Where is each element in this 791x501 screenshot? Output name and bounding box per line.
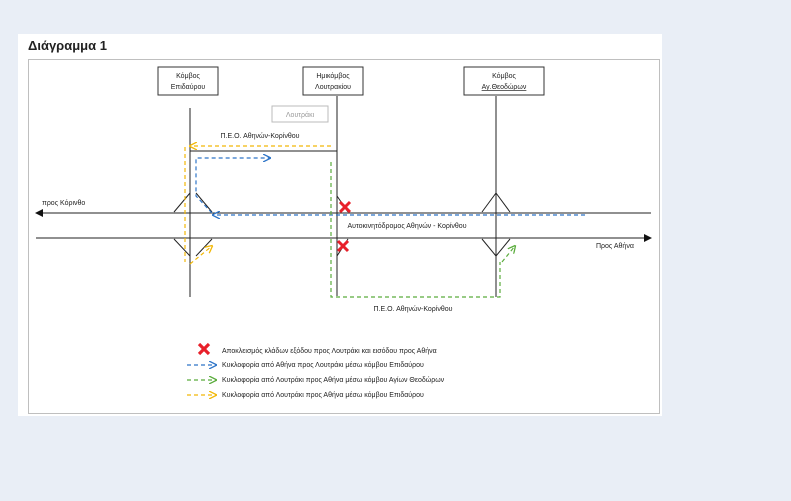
node-agioi-line2: Αγ.Θεοδώρων — [482, 83, 527, 91]
loutraki-box: Λουτράκι — [271, 105, 329, 123]
legend-item-green: Κυκλοφορία από Λουτράκι προς Αθήνα μέσω … — [187, 376, 445, 384]
diagram-frame — [28, 59, 660, 414]
to-athina-label: Προς Αθήνα — [596, 243, 634, 250]
peo-top-label: Π.Ε.Ο. Αθηνών-Κορίνθου — [221, 132, 300, 140]
node-epidavrou: Κόμβος Επιδαύρου — [157, 66, 219, 96]
node-epidavrou-line1: Κόμβος — [176, 72, 200, 80]
route-blue — [195, 158, 585, 215]
node-loutrakiou-line1: Ημικόμβος — [316, 72, 350, 80]
node-agioi-theodoroi: Κόμβος Αγ.Θεοδώρων — [463, 66, 545, 96]
legend: Αποκλεισμός κλάδων εξόδου προς Λουτράκι … — [187, 342, 445, 399]
node-epidavrou-line2: Επιδαύρου — [171, 83, 206, 91]
closure-cross-exit — [338, 200, 352, 214]
legend-blue-text: Κυκλοφορία από Αθήνα προς Λουτράκι μέσω … — [222, 361, 424, 369]
motorway-label: Αυτοκινητόδρομος Αθηνών - Κορίνθου — [347, 222, 466, 230]
diagram-title: Διάγραμμα 1 — [28, 38, 107, 53]
loutraki-label: Λουτράκι — [286, 111, 315, 119]
route-green — [330, 162, 515, 298]
closure-cross-entry — [336, 239, 350, 253]
legend-green-text: Κυκλοφορία από Λουτράκι προς Αθήνα μέσω … — [222, 376, 445, 384]
legend-item-blue: Κυκλοφορία από Αθήνα προς Λουτράκι μέσω … — [187, 361, 424, 369]
route-yellow — [184, 146, 331, 265]
legend-yellow-text: Κυκλοφορία από Λουτράκι προς Αθήνα μέσω … — [222, 391, 424, 399]
node-loutrakiou-line2: Λουτρακίου — [315, 83, 351, 91]
legend-item-yellow: Κυκλοφορία από Λουτράκι προς Αθήνα μέσω … — [187, 391, 424, 399]
legend-closure-text: Αποκλεισμός κλάδων εξόδου προς Λουτράκι … — [222, 347, 437, 355]
node-loutrakiou: Ημικόμβος Λουτρακίου — [302, 66, 364, 96]
peo-bottom-label: Π.Ε.Ο. Αθηνών-Κορίνθου — [374, 305, 453, 313]
legend-item-closure: Αποκλεισμός κλάδων εξόδου προς Λουτράκι … — [197, 342, 437, 356]
document-page: Διάγραμμα 1 — [18, 34, 662, 416]
to-korinthos-label: προς Κόρινθο — [42, 199, 85, 207]
node-agioi-line1: Κόμβος — [492, 72, 516, 80]
